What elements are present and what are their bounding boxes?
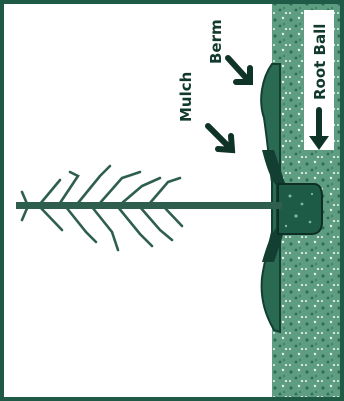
berm-label: Berm: [207, 19, 225, 64]
mulch-label: Mulch: [177, 72, 195, 122]
root-ball: [278, 184, 322, 234]
root-ball-label: Root Ball: [311, 24, 329, 100]
